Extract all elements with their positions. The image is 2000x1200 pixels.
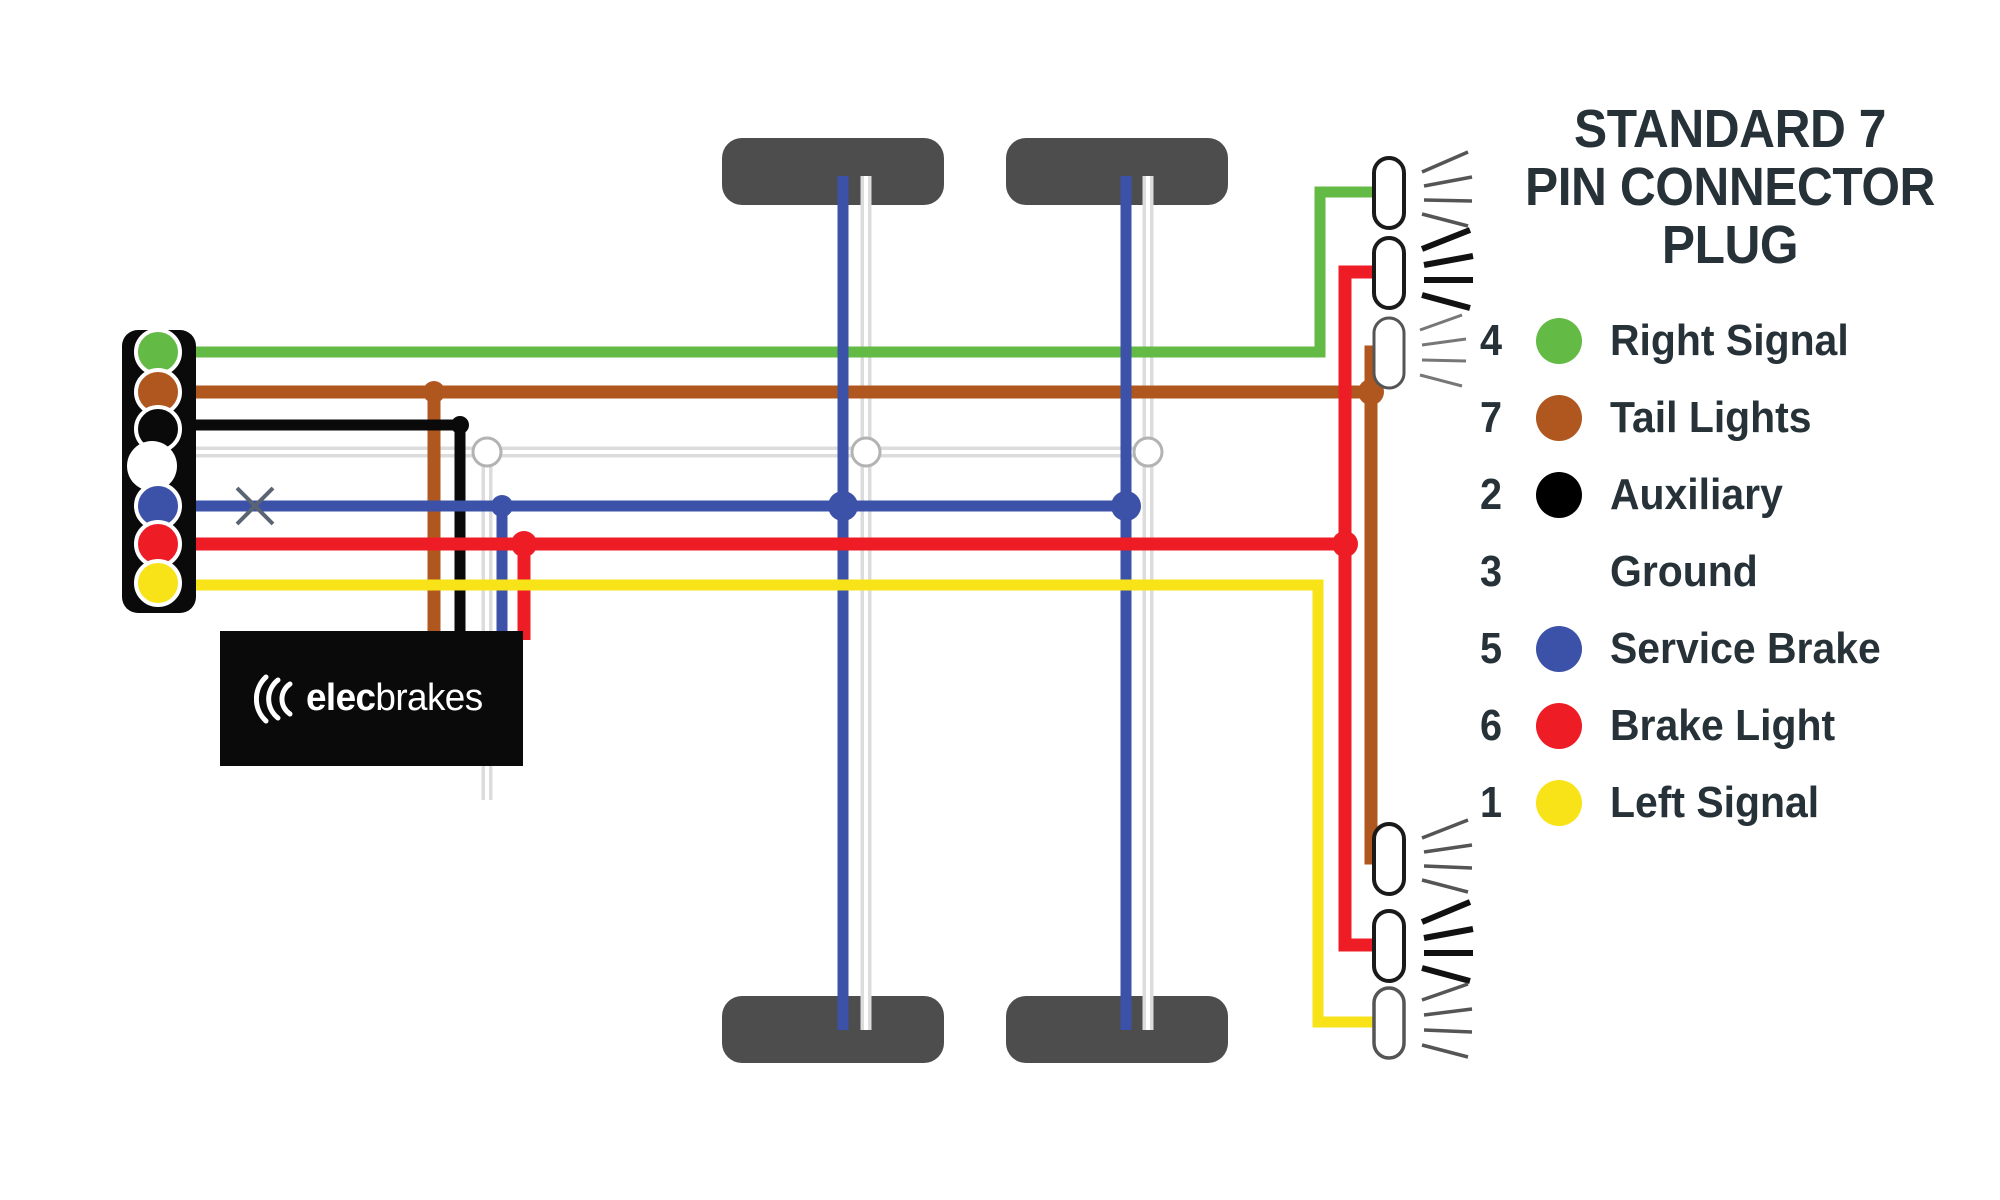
- legend-color-dot: [1536, 317, 1582, 364]
- wire-right-signal-green: [196, 186, 1382, 358]
- left-signal-lamp: [1372, 982, 1473, 1060]
- brand-light: brakes: [375, 677, 484, 719]
- legend-title-line-1: STANDARD 7: [1574, 99, 1886, 159]
- tail-light-lamp: [1372, 313, 1467, 390]
- wire-brake-light-red: [196, 265, 1382, 952]
- elecbrakes-wordmark: elecbrakes: [306, 677, 483, 720]
- legend-color-dot: [1536, 625, 1582, 672]
- legend-label: Brake Light: [1610, 700, 1836, 750]
- wheel-rear-right: [1006, 996, 1228, 1063]
- legend-pin-number: 3: [1480, 546, 1503, 596]
- legend-color-dot: [1536, 548, 1582, 595]
- legend-title-line-3: PLUG: [1661, 215, 1799, 275]
- wheel-rear-left: [722, 996, 944, 1063]
- legend-item-left-signal[interactable]: 1 Left Signal: [1480, 764, 1980, 841]
- legend-title: STANDARD 7 PIN CONNECTOR PLUG: [1500, 100, 1960, 274]
- legend-item-service-brake[interactable]: 5 Service Brake: [1480, 610, 1980, 687]
- legend-pin-number: 2: [1480, 469, 1503, 519]
- wire-left-signal-yellow: [196, 579, 1382, 1028]
- legend-color-dot: [1536, 471, 1582, 518]
- brake-light-lamp: [1372, 227, 1474, 311]
- legend-item-tail-lights[interactable]: 7 Tail Lights: [1480, 379, 1980, 456]
- legend-label: Ground: [1610, 546, 1758, 596]
- wire-ground: [196, 176, 1154, 1030]
- legend-label: Left Signal: [1610, 777, 1820, 827]
- legend-list: 4 Right Signal 7 Tail Lights 2 Auxiliary…: [1480, 302, 1980, 841]
- wire-auxiliary-black: [196, 416, 469, 640]
- wheel-front-left: [722, 138, 944, 205]
- tail-light-lamp: [1372, 818, 1473, 896]
- connector-pin-ground[interactable]: [127, 441, 177, 491]
- legend-pin-number: 4: [1480, 315, 1503, 365]
- legend-color-dot: [1536, 779, 1582, 826]
- legend-pin-number: 1: [1480, 777, 1503, 827]
- legend-item-brake-light[interactable]: 6 Brake Light: [1480, 687, 1980, 764]
- elecbrakes-module: elecbrakes: [220, 631, 523, 766]
- legend-item-auxiliary[interactable]: 2 Auxiliary: [1480, 456, 1980, 533]
- legend-title-line-2: PIN CONNECTOR: [1525, 157, 1935, 217]
- brand-bold: elec: [306, 677, 376, 719]
- wheel-front-right: [1006, 138, 1228, 205]
- legend-pin-number: 6: [1480, 700, 1503, 750]
- seven-pin-connector[interactable]: [122, 328, 196, 613]
- legend-color-dot: [1536, 702, 1582, 749]
- legend-color-dot: [1536, 394, 1582, 441]
- signal-wave-icon: [254, 674, 293, 723]
- wire-service-brake-blue: [196, 176, 1141, 1030]
- legend-item-ground[interactable]: 3 Ground: [1480, 533, 1980, 610]
- x-cross-mark: [235, 486, 275, 526]
- legend-label: Auxiliary: [1610, 469, 1783, 519]
- legend-item-right-signal[interactable]: 4 Right Signal: [1480, 302, 1980, 379]
- legend-pin-number: 5: [1480, 623, 1503, 673]
- lower-light-cluster: [1372, 818, 1474, 1060]
- legend-panel: STANDARD 7 PIN CONNECTOR PLUG 4 Right Si…: [1480, 100, 1980, 841]
- legend-label: Service Brake: [1610, 623, 1881, 673]
- connector-pin-left-signal[interactable]: [134, 559, 182, 607]
- upper-light-cluster: [1372, 150, 1474, 390]
- ground-junction-nodes: [471, 436, 1164, 468]
- legend-label: Tail Lights: [1610, 392, 1812, 442]
- right-signal-lamp: [1372, 150, 1473, 230]
- brake-light-lamp: [1372, 899, 1474, 984]
- legend-label: Right Signal: [1610, 315, 1849, 365]
- connector-pin-right-signal[interactable]: [134, 328, 182, 376]
- legend-pin-number: 7: [1480, 392, 1503, 442]
- elecbrakes-logo: elecbrakes: [254, 671, 488, 727]
